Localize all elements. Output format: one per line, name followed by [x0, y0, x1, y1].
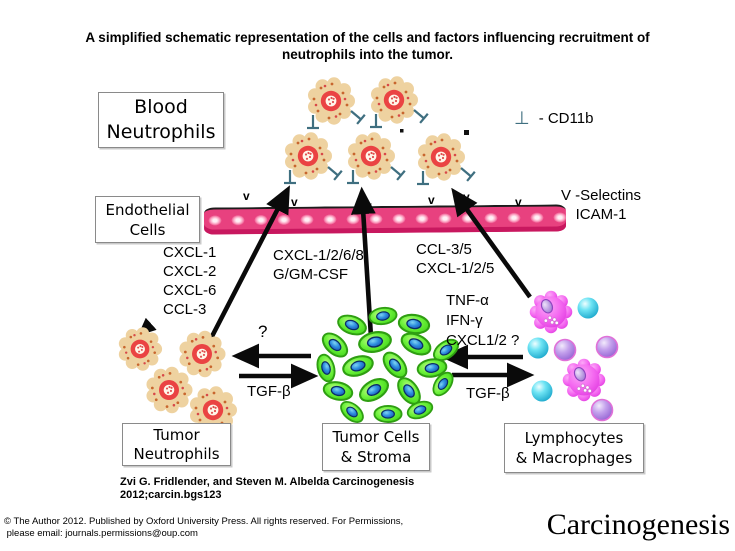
- left-chemokines-label: CXCL-1 CXCL-2 CXCL-6 CCL-3: [163, 244, 217, 318]
- blood-neutrophil-cell: [308, 77, 355, 125]
- figure-title: A simplified schematic representation of…: [85, 30, 650, 62]
- cd11b-tack-icon: [323, 161, 343, 182]
- tumor-cells-stroma-box: Tumor Cells & Stroma: [322, 423, 430, 471]
- selectin-v-mark: v: [515, 195, 522, 209]
- journal-logo: Carcinogenesis: [546, 508, 730, 541]
- copyright-notice: © The Author 2012. Published by Oxford U…: [4, 516, 404, 539]
- lymphocyte-cell-cyan: [577, 297, 599, 319]
- cd11b-label: - CD11b: [538, 110, 594, 127]
- lymphocytes-macrophages-box: Lymphocytes & Macrophages: [504, 423, 644, 473]
- blood-neutrophil-cell: [285, 132, 332, 180]
- selectin-v-mark: v: [291, 195, 298, 209]
- blood-neutrophil-cell: [418, 133, 465, 181]
- lymphocyte-cell-purple: [553, 338, 577, 362]
- cd11b-tack-icon: [345, 168, 361, 185]
- cd11b-tack-icon: [368, 112, 384, 129]
- question-mark-label: ?: [258, 322, 268, 341]
- selectin-v-mark: v: [463, 190, 470, 204]
- cd11b-tack-icon: [282, 168, 298, 185]
- blood-neutrophil-cluster: [282, 76, 476, 186]
- tumor-neutrophil-cell: [179, 330, 226, 378]
- cd11b-tack-icon: [386, 161, 406, 182]
- tumor-cell-mass: [313, 305, 463, 427]
- lymphocyte-cell-cyan: [531, 380, 553, 402]
- adhesion-molecules-label: V -Selectins ICAM-1: [560, 187, 642, 223]
- endothelium-strip: [203, 204, 567, 235]
- cd11b-tack-icon: [305, 113, 321, 130]
- lymphocyte-cell-cyan: [527, 337, 549, 359]
- lymphocyte-cell-purple: [595, 335, 619, 359]
- cd11b-tack-icon: [456, 162, 476, 183]
- lymphocyte-macrophage-cluster: [527, 290, 619, 422]
- macrophage-cell: [529, 290, 573, 334]
- dot-mark: [400, 129, 404, 133]
- cd11b-tack-icon: [409, 104, 429, 125]
- cd11b-tack-icon: [415, 169, 431, 186]
- tumor-neutrophil-cell: [146, 366, 193, 414]
- cd11b-tack-icon: [346, 105, 366, 126]
- center-chemokines-label: CXCL-1/2/6/8 G/GM-CSF: [273, 247, 364, 283]
- tumor-neutrophils-box: Tumor Neutrophils: [122, 423, 231, 466]
- blood-neutrophil-cell: [348, 132, 395, 180]
- blood-neutrophils-box: Blood Neutrophils: [98, 92, 224, 148]
- selectin-v-mark: v: [365, 199, 372, 213]
- cd11b-legend: ⊥ - CD11b: [514, 108, 593, 129]
- tumor-neutrophil-cell: [118, 327, 163, 371]
- tack-symbol-icon: ⊥: [514, 108, 530, 128]
- arrow-tip-small: [137, 317, 157, 336]
- tgf-beta-right-label: TGF-β: [466, 385, 510, 402]
- tgf-beta-left-label: TGF-β: [247, 383, 291, 400]
- square-mark: [464, 130, 469, 135]
- upper-right-chemokines-label: CCL-3/5 CXCL-1/2/5: [416, 241, 495, 277]
- tumor-neutrophil-cluster: [118, 327, 237, 434]
- cytokines-label: TNF-α IFN-γ CXCL1/2 ?: [446, 292, 520, 349]
- blood-neutrophil-cell: [371, 76, 418, 124]
- lymphocyte-cell-purple: [590, 398, 614, 422]
- selectin-v-mark: v: [243, 189, 250, 203]
- citation: Zvi G. Fridlender, and Steven M. Albelda…: [120, 476, 415, 501]
- selectin-v-mark: v: [428, 193, 435, 207]
- endothelial-cells-box: Endothelial Cells: [95, 196, 200, 243]
- macrophage-cell: [562, 358, 606, 402]
